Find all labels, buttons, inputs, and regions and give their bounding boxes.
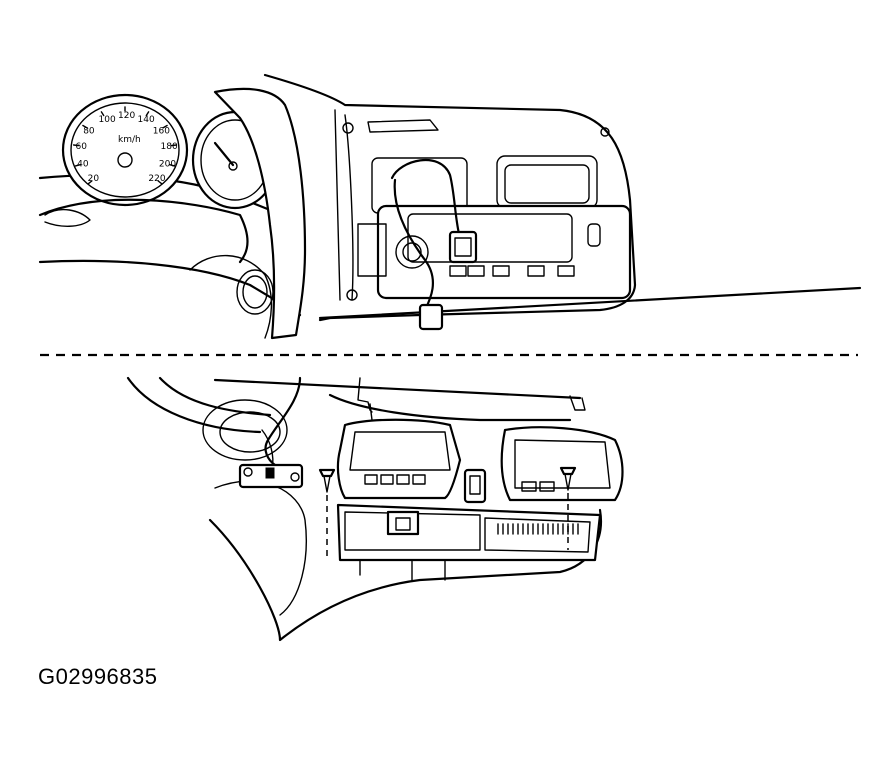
speedometer-tick-mark (157, 180, 163, 185)
speedometer-unit-label: km/h (118, 135, 141, 145)
figure-id-label: G02996835 (38, 664, 158, 689)
column-shroud-lower (214, 480, 307, 616)
tachometer-hub (228, 161, 238, 171)
hvac-side-button (587, 223, 601, 247)
speedometer-tick-mark (87, 180, 93, 185)
dash-floor-line (318, 286, 862, 320)
screw-shank (323, 475, 331, 493)
frame-tab-left (357, 377, 371, 411)
steering-wheel-spoke (38, 198, 249, 264)
screw-head (318, 468, 336, 478)
steering-wheel-rim (213, 87, 307, 340)
hvac-button (527, 265, 545, 277)
speedometer-tick-label: 40 (77, 159, 89, 169)
speedometer-tick-label: 220 (148, 174, 165, 184)
speedometer-tick-mark (168, 163, 176, 167)
hvac-button-row (449, 265, 575, 277)
vent-opening-right (496, 155, 598, 209)
vent-buttons-left (364, 474, 426, 485)
speedometer-tick-label: 60 (76, 142, 88, 152)
speedometer-tick-label: 120 (118, 111, 135, 121)
mounting-screw-left (318, 468, 336, 560)
hvac-display-window (407, 213, 573, 263)
vent-housing-left (336, 418, 462, 500)
speedometer-dial (70, 102, 180, 198)
bracket-connector-pin (265, 467, 275, 479)
control-module-right-section (484, 517, 591, 553)
steering-column-shroud (189, 254, 273, 339)
harness-connector (448, 230, 478, 264)
mounting-screw-right (559, 466, 577, 550)
hvac-control-panel (376, 204, 632, 300)
steering-column-opening (202, 399, 288, 461)
speedometer-tick-label: 140 (138, 115, 155, 125)
speedometer-tick-mark (170, 144, 178, 147)
speedometer-tick-mark (100, 111, 105, 117)
hvac-rotary-knob (395, 235, 429, 269)
bottom-view-panel-removed (126, 376, 624, 642)
speedometer-tick-mark (162, 124, 168, 129)
console-frame-top (213, 378, 582, 422)
fascia-screw-hole-bottom (346, 289, 358, 301)
fascia-screw-hole-right (600, 127, 610, 137)
dash-lower-edge (38, 259, 302, 317)
speedometer-bezel (61, 93, 189, 207)
hvac-button (492, 265, 510, 277)
wiring-harness-bottom (264, 376, 302, 467)
screw-head (559, 466, 577, 476)
hvac-button (467, 265, 485, 277)
speedometer-tick-label: 80 (83, 126, 95, 136)
wiring-harness-top (390, 158, 462, 240)
wiring-harness-lower (393, 178, 435, 312)
speedometer-tick-mark (145, 111, 150, 117)
hvac-button (557, 265, 575, 277)
harness-plug (418, 303, 444, 331)
center-connector (463, 468, 487, 504)
screw-shank (564, 473, 572, 491)
control-module-left-section (344, 511, 481, 551)
speedometer-tick-mark (74, 163, 82, 167)
speedometer-tick-label: 100 (99, 115, 116, 125)
fascia-screw-hole-top (342, 122, 354, 134)
speedometer-tick-label: 180 (161, 142, 178, 152)
speedometer-hub (117, 152, 133, 168)
speedometer-tick-mark (82, 124, 88, 129)
speedometer-tick-label: 160 (153, 126, 170, 136)
center-fascia-outline (263, 73, 637, 322)
steering-column-coil (236, 269, 274, 315)
steering-wheel-rim-lower (126, 376, 272, 434)
speedometer-tick-mark (72, 144, 80, 147)
speedometer-tick-label: 200 (159, 159, 176, 169)
fascia-inner-edge (334, 109, 354, 301)
vent-housing-right (500, 426, 624, 502)
hvac-button (449, 265, 467, 277)
speedometer-tick-label: 20 (88, 174, 100, 184)
panel-mount-tab (357, 223, 387, 277)
horn-pad-logo (44, 208, 91, 227)
tachometer-needle (213, 141, 235, 167)
center-vent-left (367, 119, 439, 133)
frame-tab-right (569, 395, 586, 411)
